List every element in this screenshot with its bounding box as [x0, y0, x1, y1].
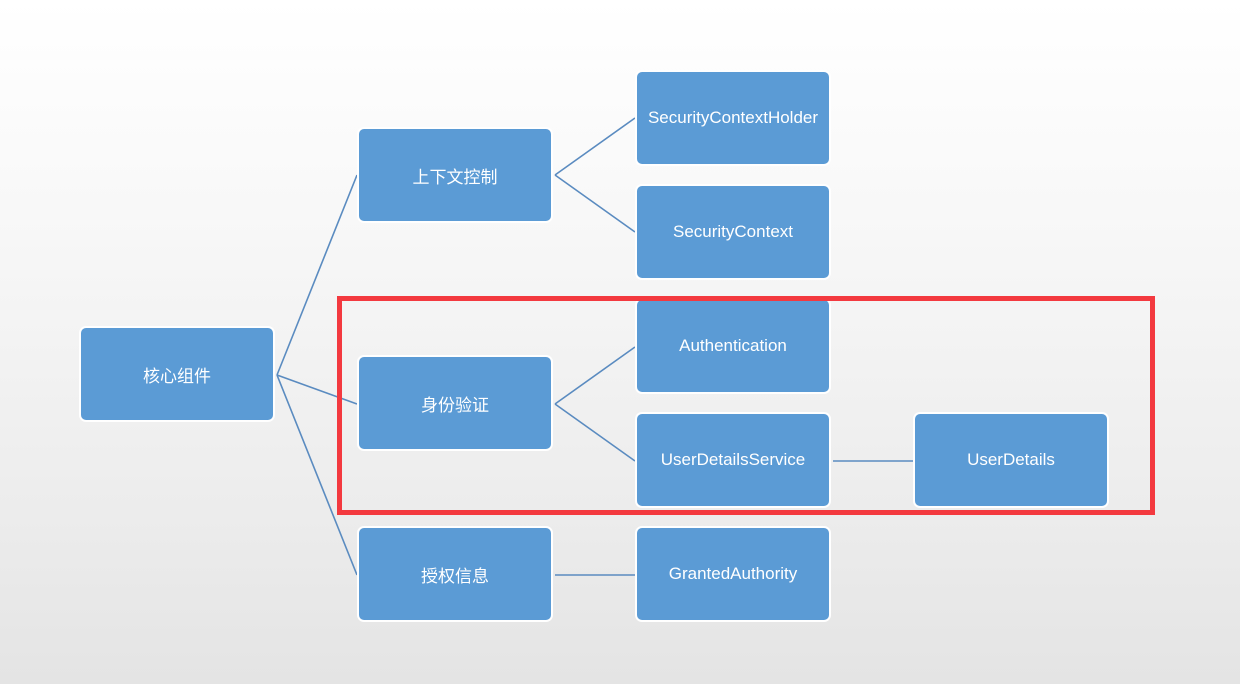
node-granted-authority[interactable]: GrantedAuthority — [635, 526, 831, 622]
connector-context-control-to-holder — [554, 117, 636, 176]
highlight-frame — [337, 296, 1155, 515]
node-user-details-label: UserDetails — [967, 450, 1055, 469]
node-core-components[interactable]: 核心组件 — [79, 326, 275, 422]
node-context-control-label: 上下文控制 — [412, 167, 498, 187]
connector-authentication-group-to-user-details-service — [554, 403, 636, 462]
node-authorization-info[interactable]: 授权信息 — [357, 526, 553, 622]
node-user-details[interactable]: UserDetails — [913, 412, 1109, 508]
connector-core-to-authentication-group — [276, 374, 358, 405]
node-core-components-label: 核心组件 — [143, 366, 211, 386]
node-security-context[interactable]: SecurityContext — [635, 184, 831, 280]
node-granted-authority-label: GrantedAuthority — [668, 564, 798, 583]
node-authentication-label: Authentication — [679, 336, 787, 355]
connector-core-to-authorization-info — [276, 374, 358, 576]
connector-core-to-context-control — [276, 174, 358, 376]
node-context-control[interactable]: 上下文控制 — [357, 127, 553, 223]
node-security-context-label: SecurityContext — [673, 222, 793, 241]
connector-authentication-group-to-authentication — [554, 346, 636, 405]
node-security-context-holder-label: SecurityContextHolder — [647, 108, 819, 127]
node-authentication-group[interactable]: 身份验证 — [357, 355, 553, 451]
connector-context-control-to-context — [554, 174, 636, 233]
node-authentication-group-label: 身份验证 — [421, 395, 489, 415]
node-authorization-info-label: 授权信息 — [421, 566, 489, 586]
node-user-details-service-label: UserDetailsService — [660, 450, 806, 469]
node-user-details-service[interactable]: UserDetailsService — [635, 412, 831, 508]
node-security-context-holder[interactable]: SecurityContextHolder — [635, 70, 831, 166]
